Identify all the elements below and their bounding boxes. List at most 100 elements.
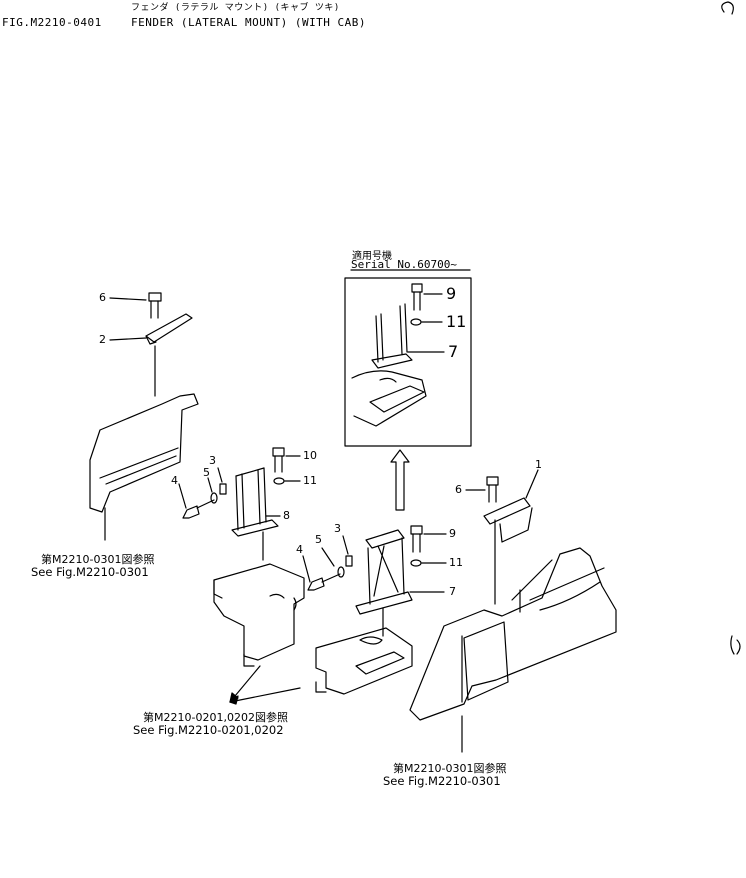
inset-serial-jp: 適用号機: [352, 251, 392, 262]
right-fender-body: [409, 547, 617, 721]
washer-5: [210, 492, 218, 504]
left-mount-base: [213, 563, 305, 667]
ref-left-jp: 第M2210-0301図参照: [41, 553, 155, 566]
right-fender-crease-3: [539, 581, 601, 611]
nut-3c: [345, 555, 353, 567]
right-fender-crease-2: [511, 559, 553, 601]
ref-center-jp: 第M2210-0201,0202図参照: [143, 711, 288, 724]
center-bracket-brace-2: [373, 545, 385, 597]
inset-bracket-post-3: [399, 305, 403, 355]
center-mount-hole: [359, 636, 383, 645]
inset-label-9: 9: [446, 284, 457, 303]
callout-4-center: 4: [296, 543, 303, 556]
leader-4-left: [178, 483, 187, 509]
callout-9-center: 9: [449, 527, 456, 540]
leader-3-left: [217, 467, 223, 483]
mid-bracket-group: [178, 447, 301, 561]
mid-post-top: [235, 467, 265, 477]
center-mount-foot: [315, 681, 327, 693]
left-fender-group: [89, 292, 199, 541]
callout-5-center: 5: [315, 533, 322, 546]
edge-mark-mid-2: [730, 635, 735, 655]
leader-6-left: [109, 297, 147, 301]
left-mount-hole-2: [293, 597, 297, 611]
center-bracket-leg-2: [401, 537, 405, 595]
inset-label-7: 7: [448, 342, 459, 361]
callout-6-left: 6: [99, 291, 106, 304]
callout-6-right: 6: [455, 483, 462, 496]
inset-arrow: [390, 449, 410, 511]
callout-7-center: 7: [449, 585, 456, 598]
center-bolt-head: [410, 525, 423, 535]
inset-fender-body: [351, 370, 427, 427]
center-bracket-top: [365, 529, 405, 549]
edge-mark-top: [721, 1, 734, 15]
washer-5c: [337, 566, 345, 578]
ref-arrowhead-2: [229, 692, 239, 703]
right-bolt-head: [486, 476, 499, 486]
serial-inset: [344, 269, 472, 447]
inset-bracket-base: [371, 353, 413, 369]
mid-post-2: [241, 473, 245, 529]
inset-bolt-head: [411, 283, 423, 293]
nut-3: [219, 483, 227, 495]
right-fender-crease: [529, 567, 605, 601]
bolt-4-head: [182, 505, 200, 519]
ref-right-en: See Fig.M2210-0301: [383, 774, 501, 788]
mid-post-1: [235, 475, 239, 531]
leader-2-left: [109, 337, 147, 341]
callout-1-right: 1: [535, 458, 542, 471]
left-mount-edge: [213, 579, 223, 599]
ref-right-jp: 第M2210-0301図参照: [393, 762, 507, 775]
leader-5-left: [207, 477, 213, 493]
bolt-4c-shank: [321, 573, 341, 583]
left-mount-hole: [269, 593, 285, 599]
leader-3-center: [342, 535, 349, 555]
left-plate-edge: [145, 335, 157, 345]
inset-pad: [369, 385, 425, 413]
header-kana-title: フェンダ (ラテラル マウント) (キャブ ツキ): [131, 3, 340, 13]
left-mount-body: [213, 563, 305, 661]
right-fender-group: [409, 469, 617, 753]
ref-center-en: See Fig.M2210-0201,0202: [133, 723, 284, 737]
left-mount-foot: [243, 653, 255, 667]
callout-11-center: 11: [449, 556, 463, 569]
inset-frame: [344, 277, 472, 447]
callout-2-left: 2: [99, 333, 106, 346]
center-mount-body: [315, 627, 413, 695]
center-bracket-leg-1: [367, 547, 371, 605]
leader-1-right: [525, 469, 539, 499]
center-bracket-base: [355, 591, 413, 615]
ref-left-en: See Fig.M2210-0301: [31, 565, 149, 579]
center-bracket-brace: [377, 545, 399, 593]
inset-serial-en: Serial No.60700~: [351, 258, 457, 271]
left-fender-crease: [99, 447, 179, 479]
mid-bolt-head: [272, 447, 285, 457]
callout-3-mid: 3: [209, 454, 216, 467]
inset-label-11: 11: [446, 312, 467, 331]
ref-arrow-1: [229, 687, 301, 703]
center-bracket-group: [302, 525, 447, 637]
mid-washer: [273, 477, 285, 485]
mid-post-3: [257, 469, 261, 525]
right-fender-panel: [463, 621, 509, 701]
leader-4-center: [302, 555, 311, 583]
inset-bracket-post-1: [375, 315, 379, 363]
edge-mark-mid: [736, 639, 741, 655]
inset-hole: [379, 377, 397, 383]
center-washer: [410, 559, 422, 567]
callout-4-mid: 4: [171, 474, 178, 487]
center-mount-pad: [355, 651, 405, 675]
left-bolt-head: [148, 292, 162, 302]
figure-number: FIG.M2210-0401: [2, 16, 102, 29]
mid-post-4: [263, 467, 267, 523]
callout-5-mid: 5: [203, 466, 210, 479]
right-plate: [483, 497, 531, 525]
inset-bracket-post-4: [404, 303, 408, 353]
mid-bracket-base: [231, 519, 279, 537]
callout-11-mid: 11: [303, 474, 317, 487]
inset-washer: [410, 318, 422, 326]
callout-8-mid: 8: [283, 509, 290, 522]
